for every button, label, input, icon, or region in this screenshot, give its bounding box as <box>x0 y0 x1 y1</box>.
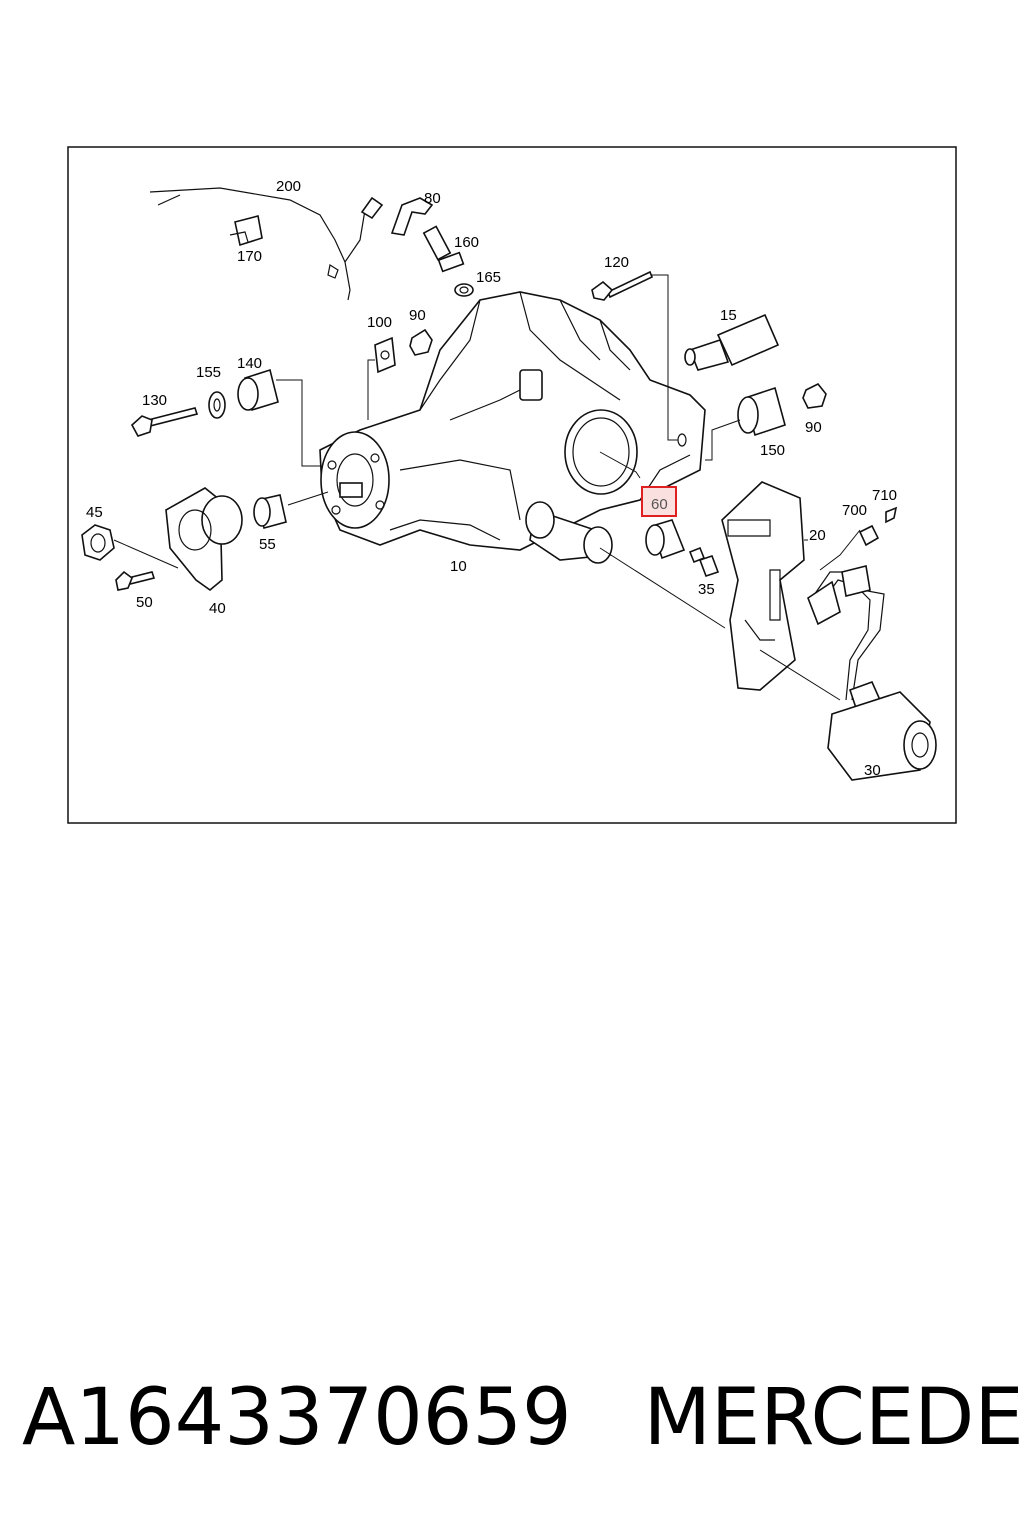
callout-200: 200 <box>276 178 301 195</box>
brand-name: MERCEDES <box>643 1373 1024 1463</box>
callout-150: 150 <box>760 442 785 459</box>
bolt-35 <box>688 546 720 578</box>
ring-165 <box>454 283 474 297</box>
callout-140: 140 <box>237 355 262 372</box>
callout-90-right: 90 <box>805 419 822 436</box>
bushing-140 <box>237 368 320 467</box>
callout-90-top: 90 <box>409 307 426 324</box>
flange-40 <box>165 487 243 592</box>
product-caption: A1643370659 MERCEDES <box>22 1368 1024 1468</box>
leader-actuator-30 <box>599 547 726 629</box>
bushing-55 <box>253 491 329 529</box>
callout-80: 80 <box>424 190 441 207</box>
bushing-150 <box>705 386 786 461</box>
callout-155: 155 <box>196 364 221 381</box>
callout-35: 35 <box>698 581 715 598</box>
connector-700 <box>858 524 880 547</box>
callout-165: 165 <box>476 269 501 286</box>
callout-20: 20 <box>809 527 826 544</box>
actuator-30 <box>807 565 937 781</box>
pin-710 <box>885 506 898 524</box>
callout-40: 40 <box>209 600 226 617</box>
sensor-15 <box>684 313 780 371</box>
callout-55: 55 <box>259 536 276 553</box>
nut-45 <box>81 524 179 569</box>
nut-90-right <box>802 382 827 409</box>
callout-60: 60 <box>651 496 668 513</box>
callout-160: 160 <box>454 234 479 251</box>
differential-housing <box>319 291 706 551</box>
callout-130: 130 <box>142 392 167 409</box>
callout-710: 710 <box>872 487 897 504</box>
callout-700: 700 <box>842 502 867 519</box>
callout-120: 120 <box>604 254 629 271</box>
bolt-130 <box>130 407 199 437</box>
housing-actuator <box>525 501 613 564</box>
washer-155 <box>208 391 226 419</box>
hose-80 <box>390 197 434 236</box>
harness-200 <box>149 187 351 301</box>
callout-170: 170 <box>237 248 262 265</box>
diagram-frame <box>67 146 957 824</box>
bushing-60 <box>599 451 686 560</box>
bracket-20 <box>721 481 808 691</box>
callout-50: 50 <box>136 594 153 611</box>
bolt-50 <box>115 570 156 591</box>
clip-170 <box>229 215 263 247</box>
callout-10: 10 <box>450 558 467 575</box>
part-number: A1643370659 <box>22 1373 572 1463</box>
bolt-120 <box>591 270 687 447</box>
bracket-100 <box>367 336 396 420</box>
nut-90-top <box>409 328 433 356</box>
callout-45: 45 <box>86 504 103 521</box>
highlight-box-60 <box>641 486 677 517</box>
callout-30: 30 <box>864 762 881 779</box>
callout-100: 100 <box>367 314 392 331</box>
breather-160 <box>422 225 465 273</box>
callout-15: 15 <box>720 307 737 324</box>
